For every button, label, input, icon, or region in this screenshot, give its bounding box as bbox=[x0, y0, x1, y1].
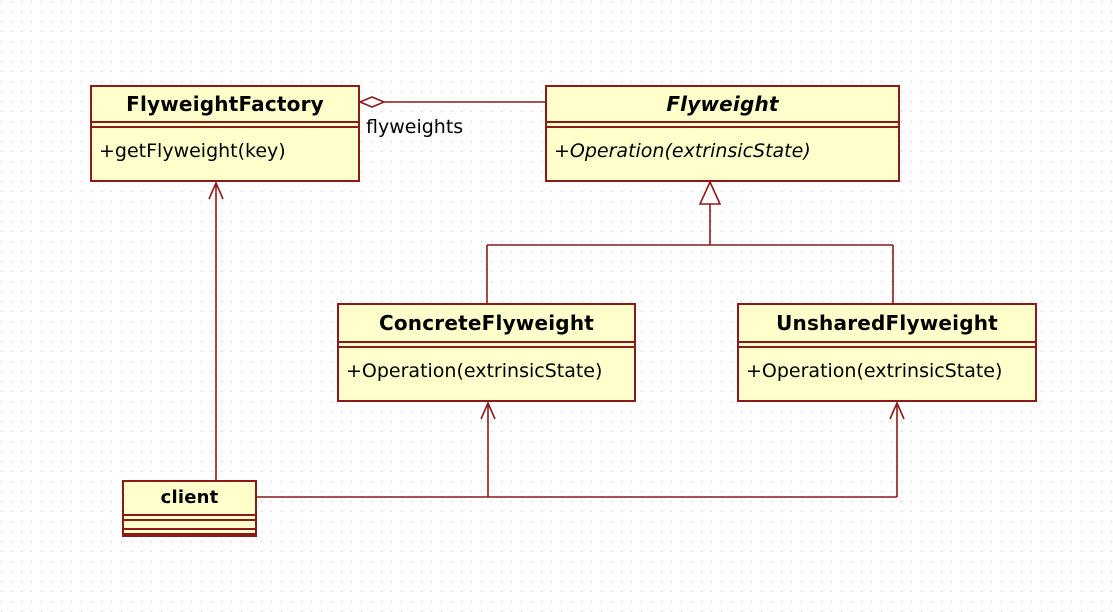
class-operations-client bbox=[124, 535, 255, 542]
class-operation-flyweight: +Operation(extrinsicState) bbox=[554, 140, 811, 162]
edge-association-client-concrete[interactable] bbox=[257, 401, 496, 498]
class-name-concrete-flyweight: ConcreteFlyweight bbox=[378, 311, 595, 335]
class-box-flyweight-factory[interactable]: FlyweightFactory +getFlyweight(key) bbox=[90, 85, 360, 182]
edge-generalization-fork[interactable] bbox=[486, 180, 894, 303]
class-name-unshared-flyweight: UnsharedFlyweight bbox=[776, 311, 998, 335]
association-label-flyweights: flyweights bbox=[366, 116, 464, 138]
compartment-separator bbox=[339, 341, 634, 348]
compartment-separator bbox=[739, 341, 1035, 348]
class-box-flyweight[interactable]: Flyweight +Operation(extrinsicState) bbox=[545, 85, 900, 182]
edge-aggregation-factory-flyweight[interactable] bbox=[357, 96, 545, 108]
open-arrow-icon bbox=[889, 401, 905, 420]
edge-association-client-factory[interactable] bbox=[208, 181, 224, 480]
class-name-flyweight: Flyweight bbox=[666, 92, 779, 116]
class-operation-unshared-flyweight: +Operation(extrinsicState) bbox=[746, 360, 1003, 382]
class-operation-flyweight-factory: +getFlyweight(key) bbox=[99, 140, 286, 162]
class-name-flyweight-factory: FlyweightFactory bbox=[126, 92, 324, 116]
hollow-diamond-icon bbox=[357, 96, 387, 108]
compartment-separator bbox=[92, 121, 358, 128]
open-arrow-icon bbox=[208, 181, 224, 200]
edge-association-client-unshared[interactable] bbox=[488, 401, 905, 498]
open-arrow-icon bbox=[480, 401, 496, 420]
compartment-separator bbox=[124, 514, 255, 521]
compartment-separator bbox=[547, 121, 898, 128]
class-box-client[interactable]: client bbox=[122, 480, 257, 537]
compartment-separator bbox=[124, 528, 255, 535]
class-operation-concrete-flyweight: +Operation(extrinsicState) bbox=[346, 360, 603, 382]
hollow-triangle-icon bbox=[698, 180, 722, 205]
class-attributes-client bbox=[124, 521, 255, 528]
class-box-unshared-flyweight[interactable]: UnsharedFlyweight +Operation(extrinsicSt… bbox=[737, 303, 1037, 402]
class-name-client: client bbox=[160, 487, 219, 508]
class-box-concrete-flyweight[interactable]: ConcreteFlyweight +Operation(extrinsicSt… bbox=[337, 303, 636, 402]
